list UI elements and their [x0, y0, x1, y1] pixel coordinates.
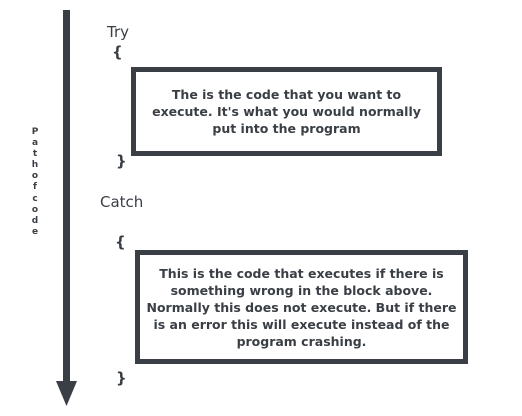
- try-open-brace: {: [112, 43, 123, 61]
- path-label-letter: c: [32, 193, 38, 204]
- catch-keyword: Catch: [100, 193, 144, 211]
- path-label-letter: e: [31, 226, 39, 237]
- arrow-head: [56, 381, 77, 406]
- try-box-line: put into the program: [212, 121, 361, 136]
- try-box-text: The is the code that you want to execute…: [152, 86, 421, 137]
- path-label-letter: t: [32, 149, 38, 160]
- catch-box-line: something wrong in the block above.: [170, 282, 433, 298]
- path-label-letter: o: [31, 171, 39, 182]
- catch-box-line: is an error this will execute instead of…: [153, 316, 450, 332]
- path-label-letter: P: [31, 127, 39, 137]
- try-box-line: The is the code that you want to: [171, 87, 402, 102]
- try-box-line: execute. It's what you would normally: [152, 104, 421, 119]
- path-label-letter: h: [31, 160, 39, 171]
- catch-open-brace: {: [115, 233, 126, 251]
- catch-box-text: This is the code that executes if there …: [146, 265, 456, 350]
- arrow-shaft: [63, 10, 70, 382]
- try-keyword: Try: [107, 23, 130, 41]
- catch-code-box: This is the code that executes if there …: [135, 250, 468, 364]
- catch-box-line: This is the code that executes if there …: [159, 265, 444, 281]
- path-label-letter: a: [31, 138, 39, 149]
- catch-close-brace: }: [116, 369, 127, 387]
- path-label-letter: d: [31, 215, 39, 226]
- catch-box-line: Normally this does not execute. But if t…: [146, 299, 457, 315]
- try-code-box: The is the code that you want to execute…: [131, 67, 442, 156]
- catch-box-line: program crashing.: [236, 333, 367, 349]
- path-label-letter: f: [33, 182, 37, 193]
- path-label-letter: o: [31, 204, 39, 215]
- try-close-brace: }: [116, 152, 127, 170]
